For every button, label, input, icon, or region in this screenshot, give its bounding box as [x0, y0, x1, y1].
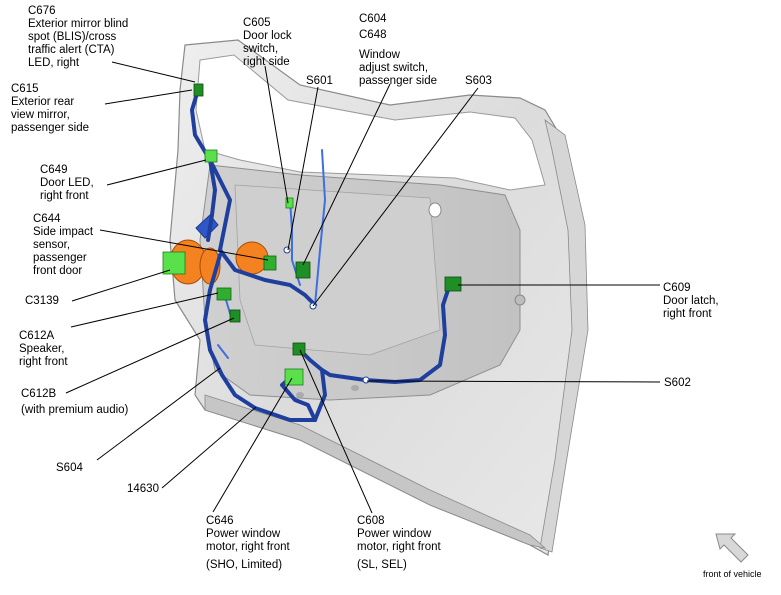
label-s603: S603 — [465, 75, 492, 87]
label-c608: C608 Power window motor, right front (SL… — [357, 515, 444, 571]
label-s602: S602 — [664, 377, 691, 389]
label-s604: S604 — [56, 462, 83, 474]
label-14630: 14630 — [127, 483, 159, 495]
label-c676: C676 Exterior mirror blind spot (BLIS)/c… — [28, 5, 132, 69]
callout-labels: C676 Exterior mirror blind spot (BLIS)/c… — [11, 5, 722, 571]
label-c615: C615 Exterior rear view mirror, passenge… — [11, 83, 89, 134]
label-c612a: C612A Speaker, right front — [19, 330, 68, 368]
leader-lines — [65, 61, 661, 514]
label-c604-c648: C604 C648 Window adjust switch, passenge… — [359, 13, 437, 87]
label-c609: C609 Door latch, right front — [663, 282, 722, 320]
front-of-vehicle-arrow-icon — [715, 533, 749, 563]
label-c605: C605 Door lock switch, right side — [243, 17, 295, 68]
label-c644: C644 Side impact sensor, passenger front… — [33, 213, 96, 277]
label-c646: C646 Power window motor, right front (SH… — [206, 515, 293, 571]
label-c612b: C612B (with premium audio) — [21, 388, 129, 416]
label-c649: C649 Door LED, right front — [40, 164, 97, 202]
label-s601: S601 — [306, 75, 333, 87]
front-of-vehicle-label: front of vehicle — [703, 569, 762, 579]
door-frame — [169, 39, 589, 556]
label-c3139: C3139 — [25, 295, 59, 307]
